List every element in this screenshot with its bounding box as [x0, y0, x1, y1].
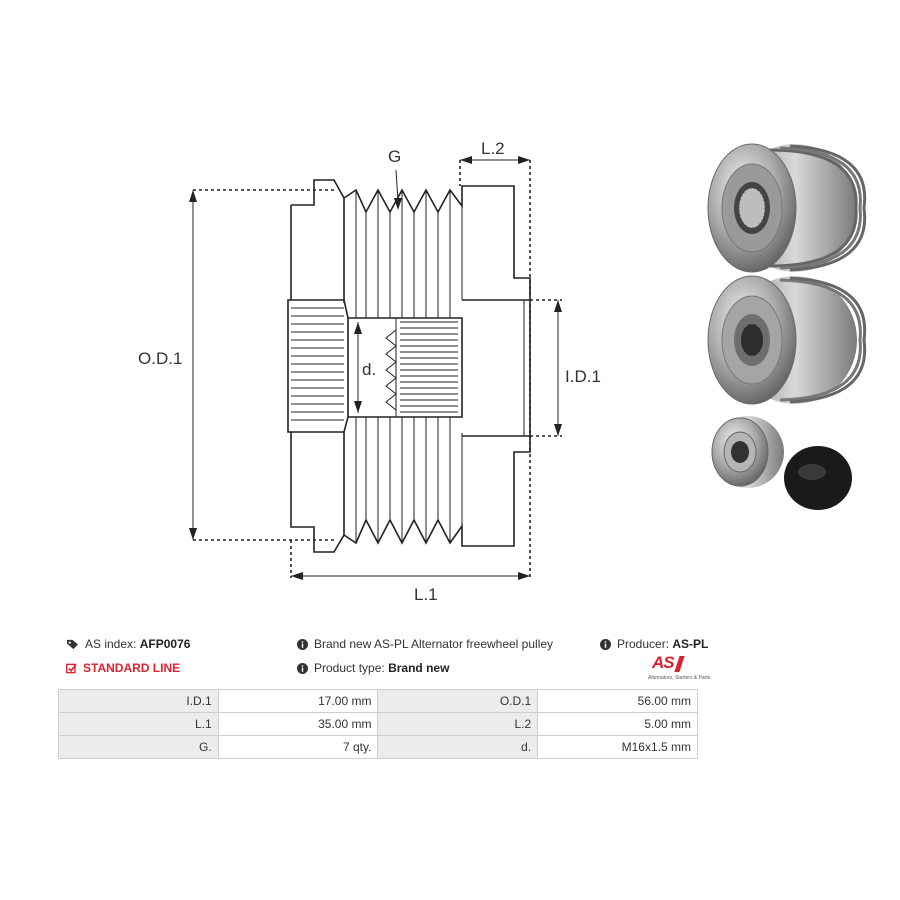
- logo-bar-icon: [674, 656, 685, 672]
- as-index-value: AFP0076: [139, 637, 191, 651]
- spec-key: d.: [377, 735, 539, 759]
- tag-icon: [67, 639, 78, 649]
- pulley-front-view-icon: [707, 143, 867, 273]
- as-index-row: AS index: AFP0076: [66, 637, 190, 651]
- spec-key: G.: [58, 735, 219, 759]
- spec-value: 17.00 mm: [217, 689, 379, 713]
- technical-drawing: G L.2 O.D.1 d. I.D.1 L.1: [138, 139, 867, 604]
- producer-value: AS-PL: [672, 637, 709, 651]
- logo-tagline: Alternators, Starters & Parts: [648, 675, 711, 681]
- spec-key: O.D.1: [377, 689, 539, 713]
- standard-line-text: STANDARD LINE: [83, 661, 181, 675]
- label-od1: O.D.1: [138, 349, 182, 368]
- checkbox-checked-icon: [66, 663, 77, 673]
- spec-value: M16x1.5 mm: [537, 735, 698, 759]
- spec-key: L.2: [377, 712, 539, 736]
- table-row: I.D.1 17.00 mm O.D.1 56.00 mm: [58, 689, 698, 713]
- spec-value: 35.00 mm: [217, 712, 379, 736]
- spec-key: L.1: [58, 712, 219, 736]
- spec-value: 5.00 mm: [537, 712, 698, 736]
- table-row: L.1 35.00 mm L.2 5.00 mm: [58, 712, 698, 736]
- standard-line-row: STANDARD LINE: [66, 661, 180, 675]
- pulley-outline: [287, 179, 531, 553]
- label-id1: I.D.1: [565, 367, 601, 386]
- pulley-rear-view-icon: [707, 275, 867, 405]
- specs-table: I.D.1 17.00 mm O.D.1 56.00 mm L.1 35.00 …: [58, 689, 698, 759]
- info-icon: [600, 638, 611, 650]
- table-row: G. 7 qty. d. M16x1.5 mm: [58, 735, 698, 759]
- dimension-lines: [189, 156, 562, 580]
- spec-key: I.D.1: [58, 689, 219, 713]
- logo-text: AS: [652, 653, 675, 672]
- description-row: Brand new AS-PL Alternator freewheel pul…: [297, 637, 553, 651]
- label-l1: L.1: [414, 585, 438, 604]
- as-pl-logo: AS Alternators, Starters & Parts: [648, 653, 710, 684]
- producer-row: Producer: AS-PL: [600, 637, 708, 651]
- producer-label: Producer:: [617, 637, 670, 651]
- label-g: G: [388, 147, 401, 166]
- label-l2: L.2: [481, 139, 505, 158]
- info-icon: [297, 662, 308, 674]
- spec-value: 56.00 mm: [537, 689, 698, 713]
- product-type-label: Product type:: [314, 661, 385, 675]
- description-text: Brand new AS-PL Alternator freewheel pul…: [314, 637, 554, 651]
- info-icon: [297, 638, 308, 650]
- product-type-value: Brand new: [388, 661, 450, 675]
- product-type-row: Product type: Brand new: [297, 661, 449, 675]
- as-index-label: AS index:: [85, 637, 137, 651]
- spec-value: 7 qty.: [217, 735, 379, 759]
- pulley-small-and-cap-icon: [711, 416, 852, 510]
- label-d: d.: [362, 360, 376, 379]
